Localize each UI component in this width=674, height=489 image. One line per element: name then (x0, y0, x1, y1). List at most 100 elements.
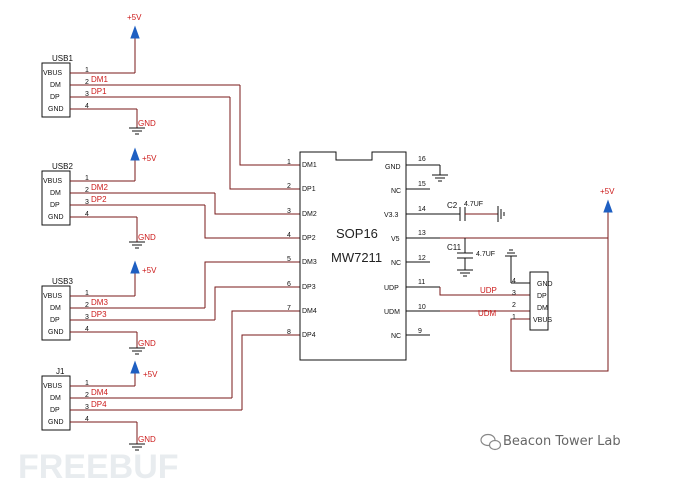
vcc-arrow-icon (130, 25, 140, 39)
svg-text:+5V: +5V (600, 187, 615, 196)
svg-text:4: 4 (85, 211, 89, 218)
usb3-connector: USB3 VBUS DM DP GND 1 2 3 4 DM3 DP3 (41, 277, 215, 341)
svg-text:VBUS: VBUS (43, 70, 62, 77)
svg-text:NC: NC (391, 188, 401, 195)
svg-text:GND: GND (48, 214, 64, 221)
svg-text:13: 13 (418, 230, 426, 237)
c11-value: 4.7UF (476, 251, 495, 258)
svg-text:3: 3 (287, 208, 291, 215)
svg-text:DM4: DM4 (91, 388, 108, 397)
svg-text:VBUS: VBUS (43, 383, 62, 390)
freebuf-watermark: FREEBUF (18, 448, 179, 486)
udm-net: UDM (478, 309, 497, 318)
gnd-icon (457, 269, 473, 277)
svg-text:1: 1 (85, 380, 89, 387)
svg-text:1: 1 (512, 314, 516, 321)
svg-text:DM4: DM4 (302, 308, 317, 315)
svg-text:V5: V5 (391, 236, 400, 243)
svg-text:DP2: DP2 (302, 235, 316, 242)
svg-text:2: 2 (85, 187, 89, 194)
svg-text:DP: DP (50, 94, 60, 101)
wechat-watermark: Beacon Tower Lab (480, 433, 621, 451)
svg-text:DM: DM (50, 82, 61, 89)
usb3-label: USB3 (52, 277, 73, 286)
data-wires (204, 85, 300, 410)
svg-text:GND: GND (138, 119, 156, 128)
svg-text:3: 3 (85, 314, 89, 321)
svg-text:VBUS: VBUS (43, 293, 62, 300)
svg-text:GND: GND (138, 233, 156, 242)
svg-text:DP2: DP2 (91, 195, 107, 204)
svg-text:4: 4 (85, 416, 89, 423)
svg-text:GND: GND (48, 329, 64, 336)
svg-text:2: 2 (287, 183, 291, 190)
svg-text:DP: DP (50, 317, 60, 324)
svg-text:DM1: DM1 (91, 75, 108, 84)
svg-text:2: 2 (85, 79, 89, 86)
svg-text:1: 1 (85, 67, 89, 74)
svg-text:+5V: +5V (143, 370, 158, 379)
svg-text:DP1: DP1 (302, 186, 316, 193)
gnd-icon (432, 174, 448, 182)
svg-text:NC: NC (391, 333, 401, 340)
svg-text:3: 3 (512, 290, 516, 297)
j1-label: J1 (56, 367, 65, 376)
svg-text:DM: DM (50, 305, 61, 312)
svg-text:2: 2 (512, 302, 516, 309)
svg-text:GND: GND (385, 164, 401, 171)
upstream-connector: GND DP DM VBUS 4 3 2 1 (512, 271, 553, 331)
usb1-connector: USB1 VBUS DM DP GND 1 2 3 4 DM1 DP1 (41, 54, 240, 118)
svg-text:7: 7 (287, 305, 291, 312)
svg-text:UDM: UDM (384, 309, 400, 316)
svg-text:+5V: +5V (142, 266, 157, 275)
svg-text:3: 3 (85, 404, 89, 411)
svg-text:DM3: DM3 (302, 259, 317, 266)
svg-text:VBUS: VBUS (533, 317, 552, 324)
svg-text:1: 1 (85, 290, 89, 297)
svg-text:1: 1 (85, 175, 89, 182)
svg-text:8: 8 (287, 329, 291, 336)
svg-text:DP: DP (537, 293, 547, 300)
svg-text:NC: NC (391, 260, 401, 267)
svg-text:6: 6 (287, 281, 291, 288)
svg-text:12: 12 (418, 255, 426, 262)
svg-text:GND: GND (48, 419, 64, 426)
svg-text:DM: DM (50, 190, 61, 197)
vcc-arrow-icon (130, 360, 140, 374)
svg-text:V3.3: V3.3 (384, 212, 399, 219)
svg-text:DP1: DP1 (91, 87, 107, 96)
chip-package: SOP16 (336, 226, 378, 241)
svg-text:GND: GND (48, 106, 64, 113)
svg-text:DM1: DM1 (302, 162, 317, 169)
wechat-account: Beacon Tower Lab (503, 434, 621, 449)
gnd-icon (129, 443, 145, 451)
svg-text:DP4: DP4 (91, 400, 107, 409)
svg-text:2: 2 (85, 392, 89, 399)
svg-text:3: 3 (85, 199, 89, 206)
usb-power-symbols: +5V GND +5V GND +5V GND (127, 13, 158, 451)
svg-text:DP3: DP3 (91, 310, 107, 319)
gnd-icon (129, 241, 145, 249)
svg-text:14: 14 (418, 206, 426, 213)
svg-text:GND: GND (138, 339, 156, 348)
right-circuit: C2 4.7UF +5V C11 4.7UF UDP UDM (432, 165, 615, 372)
svg-text:9: 9 (418, 328, 422, 335)
svg-text:2: 2 (85, 302, 89, 309)
c2-value: 4.7UF (464, 201, 483, 208)
svg-text:DP4: DP4 (302, 332, 316, 339)
mw7211-chip: SOP16 MW7211 1 DM1 2 DP1 3 DM2 4 DP2 5 D… (287, 151, 440, 361)
svg-text:DM: DM (50, 395, 61, 402)
svg-text:1: 1 (287, 159, 291, 166)
vcc-arrow-icon (603, 199, 613, 213)
svg-text:+5V: +5V (142, 154, 157, 163)
svg-text:GND: GND (537, 281, 553, 288)
gnd-icon (129, 127, 145, 135)
gnd-icon (129, 347, 145, 355)
udp-net: UDP (480, 286, 497, 295)
svg-text:11: 11 (418, 279, 425, 286)
svg-text:4: 4 (512, 278, 516, 285)
svg-text:+5V: +5V (127, 13, 142, 22)
svg-text:DP: DP (50, 202, 60, 209)
svg-text:DM: DM (537, 305, 548, 312)
